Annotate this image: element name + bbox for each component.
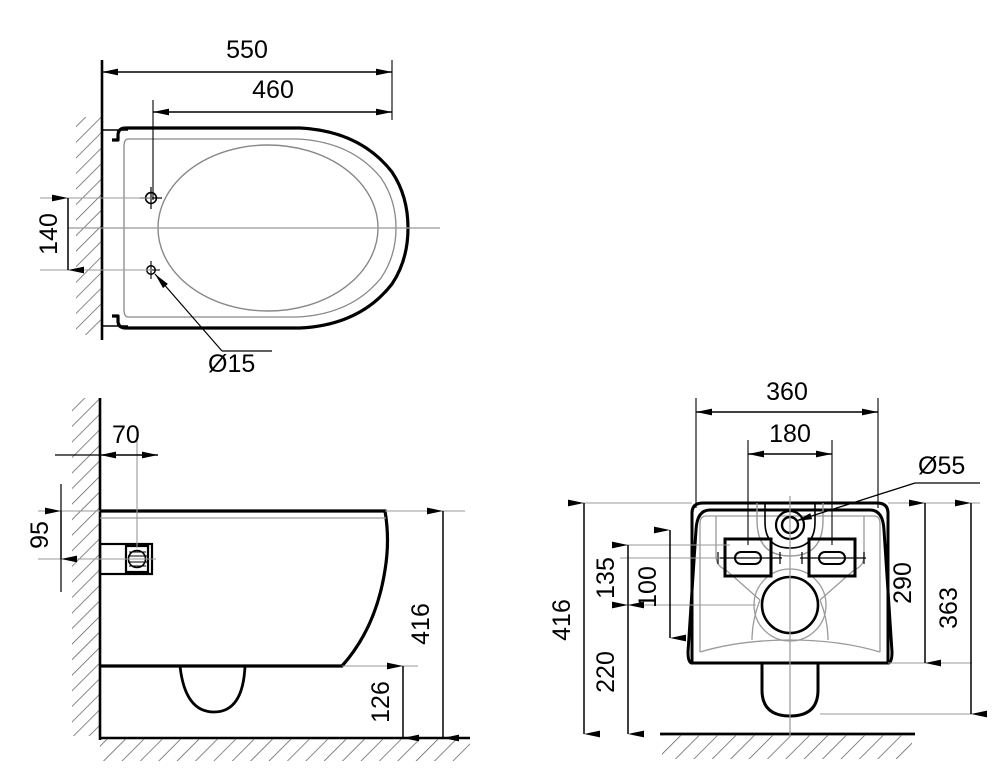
- front-view: 360 180 Ø55 416 135 220 100 290: [548, 378, 987, 759]
- dim-label-290: 290: [889, 562, 917, 604]
- dim-label-180: 180: [769, 420, 811, 448]
- pan-body-outline-side: [100, 509, 390, 668]
- leader-line-d55: [795, 482, 916, 522]
- dim-label-100: 100: [634, 566, 662, 608]
- dim-label-363: 363: [935, 587, 963, 629]
- dim-label-95: 95: [26, 521, 54, 549]
- floor-hatch-side: [100, 739, 470, 761]
- dim-label-360: 360: [766, 378, 808, 406]
- side-view: 70 95 416 126: [26, 398, 470, 761]
- outlet-bulge-side: [178, 665, 247, 714]
- dim-label-460: 460: [252, 76, 294, 104]
- dim-label-416-side: 416: [407, 603, 435, 645]
- recess-right-lower: [819, 599, 829, 641]
- inner-outline-front-right: [706, 515, 881, 652]
- recess-left-lower: [751, 599, 761, 641]
- dim-label-140: 140: [35, 213, 63, 255]
- floor-hatch-front: [662, 735, 912, 759]
- wall-hatch-top-view: [76, 117, 102, 335]
- dim-label-d15: Ø15: [208, 350, 255, 378]
- wall-hatch-side-view: [72, 398, 100, 736]
- dim-label-126: 126: [367, 681, 395, 723]
- top-view: 140 550 460 Ø15: [35, 36, 440, 378]
- dim-label-550: 550: [226, 36, 268, 64]
- dim-label-d55: Ø55: [918, 452, 965, 480]
- dim-label-70: 70: [112, 421, 140, 449]
- dim-label-416-front: 416: [548, 599, 576, 641]
- leader-line-d15: [154, 273, 223, 352]
- dim-label-135: 135: [592, 557, 620, 599]
- inner-outline-front-left: [699, 515, 707, 652]
- pan-body-outline-front: [690, 501, 890, 665]
- dim-label-220: 220: [592, 651, 620, 693]
